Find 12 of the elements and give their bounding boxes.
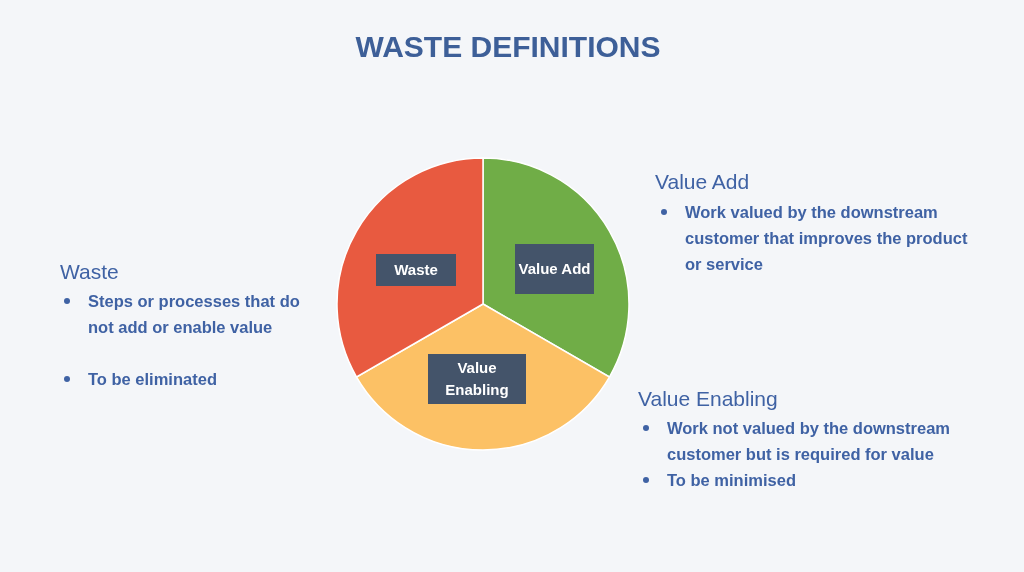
- bullet-text: To be eliminated: [88, 369, 218, 390]
- label-box: Waste: [376, 254, 456, 286]
- bullet-text: Work valued by the downstream customer that improves the product or service: [685, 202, 969, 275]
- heading: Value Add: [655, 170, 751, 194]
- bullet-text: To be minimised: [667, 470, 797, 491]
- title: WASTE DEFINITIONS: [354, 30, 662, 64]
- heading: Value Enabling: [638, 387, 779, 411]
- bullet-text: Work not valued by the downstream customer but is required for value: [667, 418, 951, 465]
- bullet-text: Steps or processes that do not add or enable value: [88, 291, 301, 338]
- heading: Waste: [60, 260, 120, 284]
- label-box: Value Add: [515, 244, 594, 294]
- label-box: Value Enabling: [428, 354, 526, 404]
